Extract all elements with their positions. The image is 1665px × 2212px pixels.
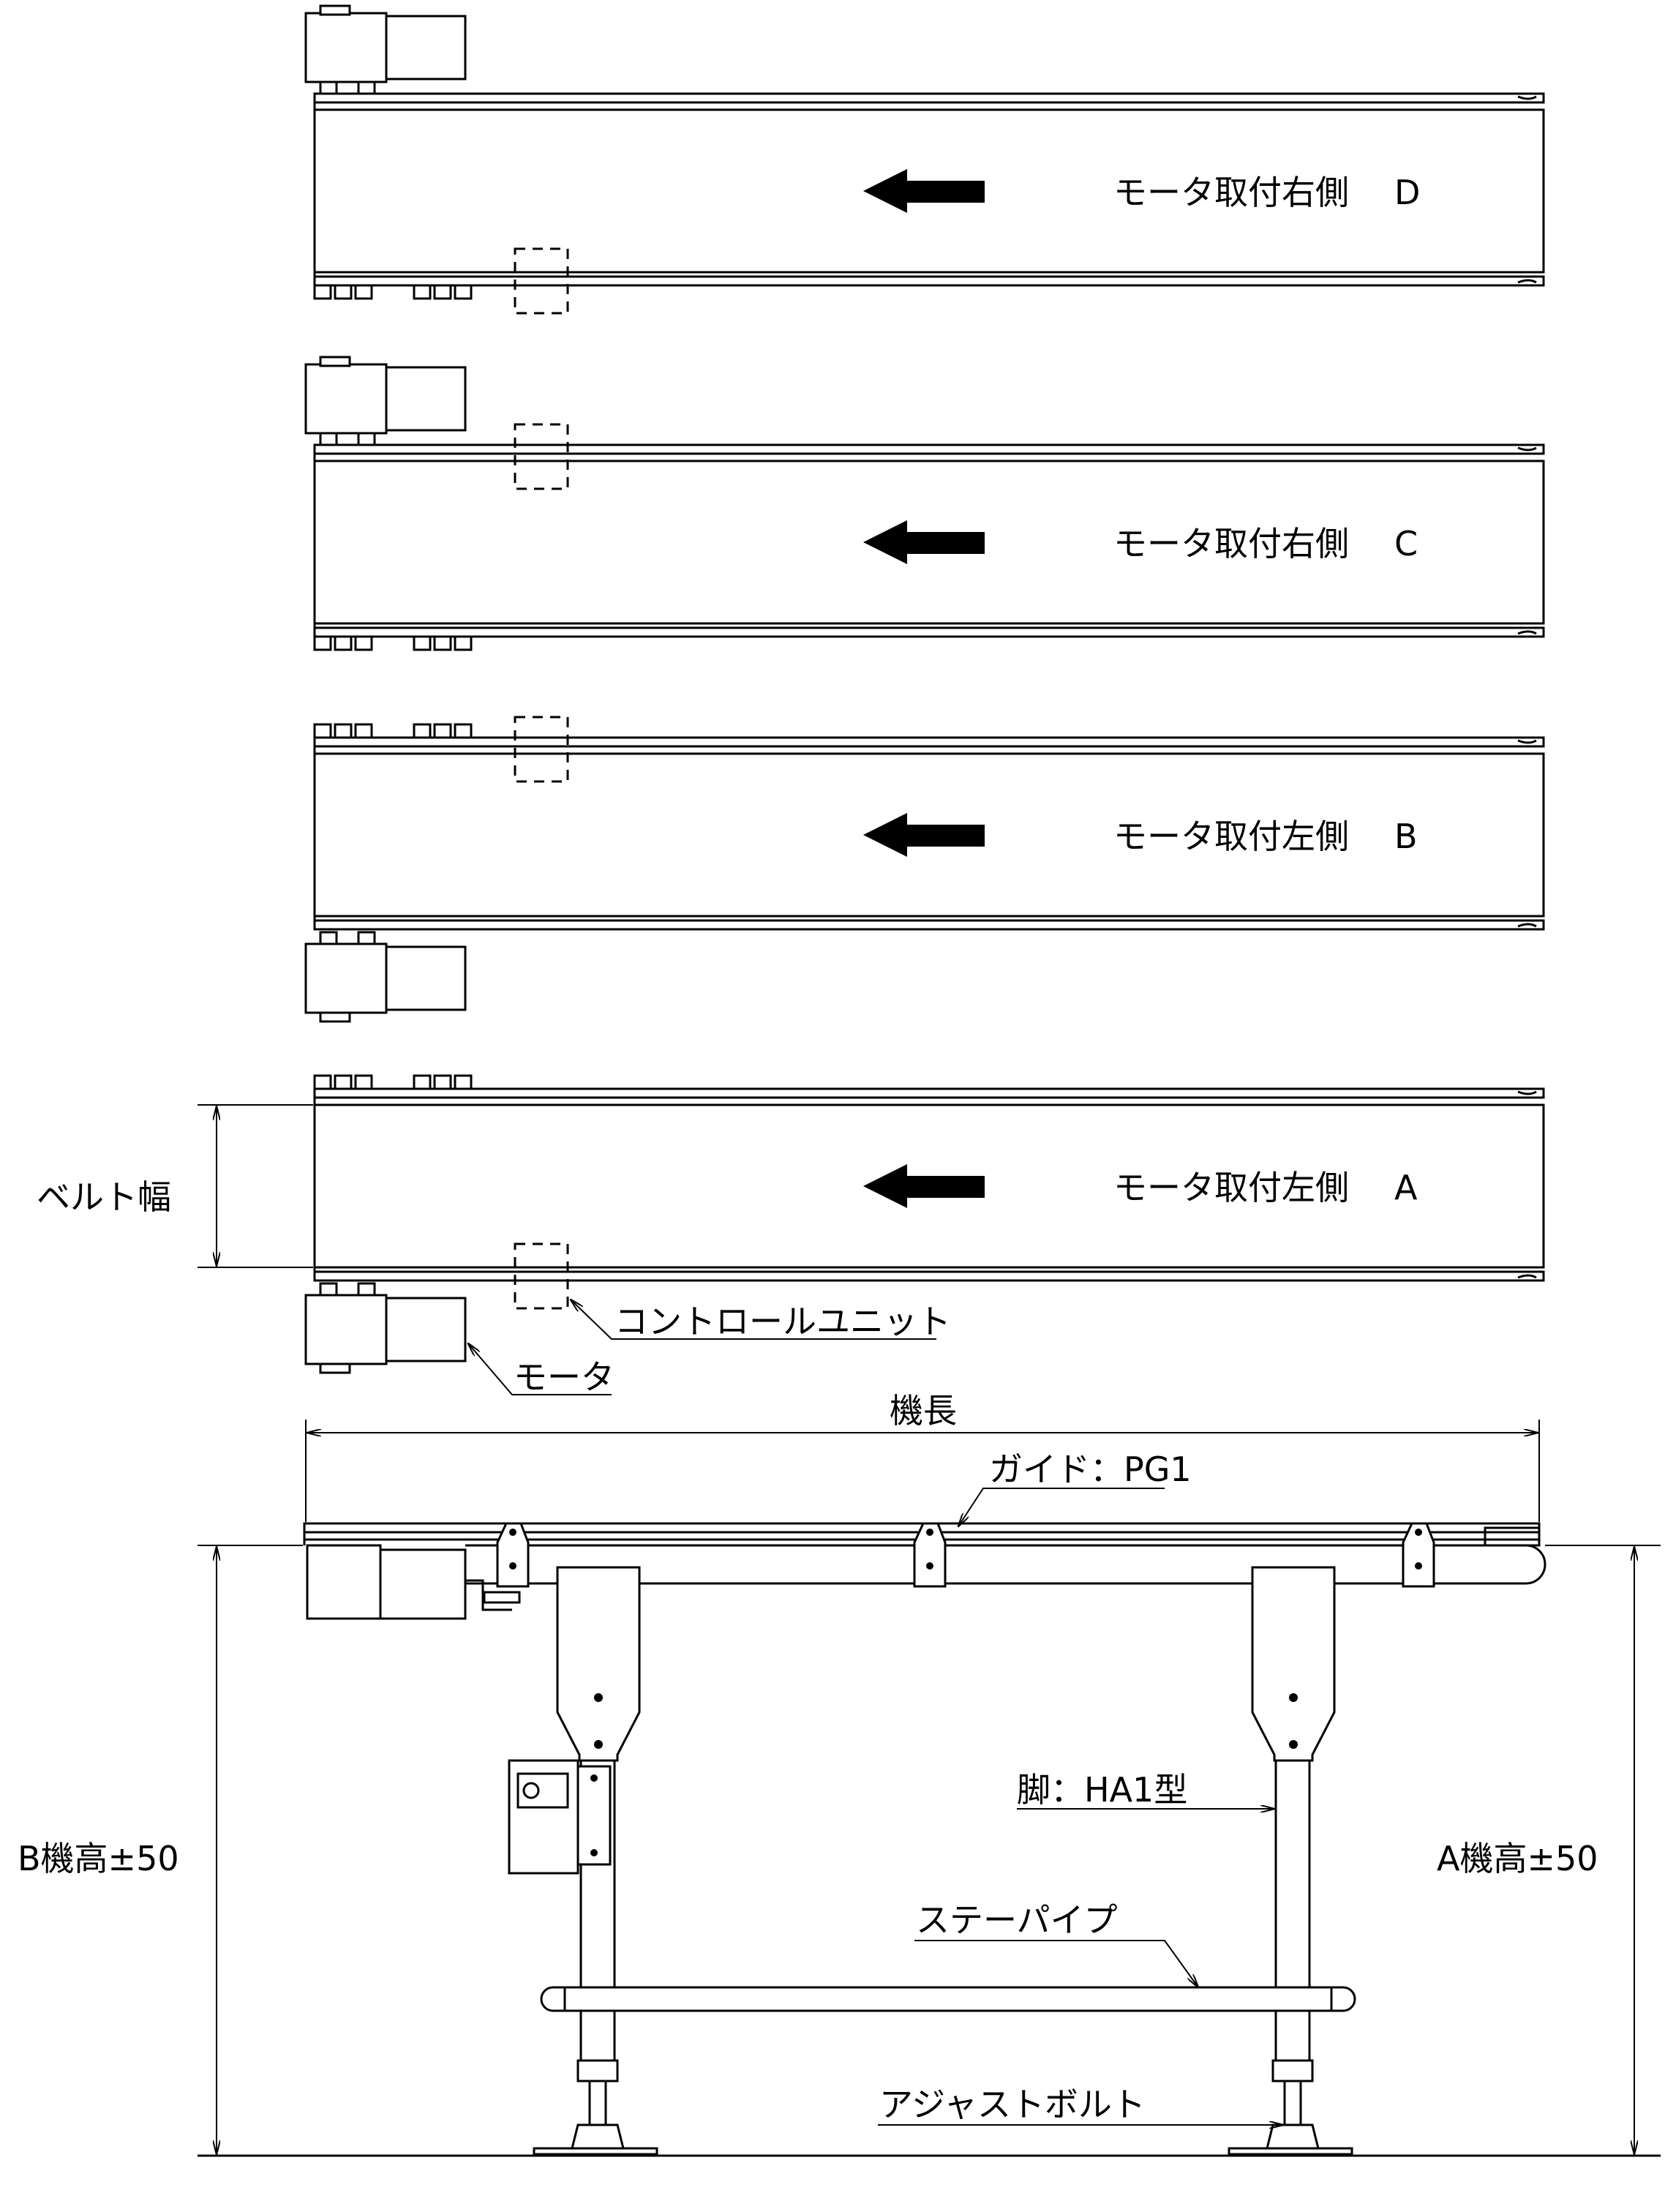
flow-arrow-icon <box>863 520 985 564</box>
leg-right <box>1228 1566 1353 2156</box>
motor-unit <box>304 931 467 1023</box>
control-unit-label: コントロールユニット <box>614 1302 951 1341</box>
control-box <box>508 1759 612 1875</box>
height-b-dimension: B機高±50 <box>18 1545 303 2154</box>
mount-side-label: モータ取付右側 <box>1113 173 1349 212</box>
guide-callout: ガイド：PG1 <box>958 1450 1192 1526</box>
mount-side-code: D <box>1394 173 1420 212</box>
mount-side-label: モータ取付左側 <box>1113 1168 1349 1207</box>
guide-bracket <box>1402 1522 1435 1588</box>
top-view-d: モータ取付右側 D <box>304 4 1545 315</box>
control-unit-outline <box>514 247 569 315</box>
height-a-dimension: A機高±50 <box>1437 1545 1661 2154</box>
guide-bracket <box>913 1522 947 1588</box>
conveyor-body <box>313 1074 1545 1282</box>
stay-pipe-label: ステーパイプ <box>916 1900 1118 1940</box>
control-unit-callout: コントロールユニット <box>571 1300 951 1341</box>
stay-pipe-callout: ステーパイプ <box>914 1900 1198 1987</box>
height-b-label: B機高±50 <box>18 1839 179 1878</box>
leg-callout: 脚：HA1型 <box>1017 1770 1274 1810</box>
mount-side-code: B <box>1394 817 1418 856</box>
leg-label: 脚：HA1型 <box>1017 1770 1187 1810</box>
guide-label: ガイド：PG1 <box>989 1450 1192 1489</box>
motor-side <box>306 1544 521 1620</box>
control-unit-outline <box>514 716 569 783</box>
belt-width-label: ベルト幅 <box>37 1177 171 1217</box>
control-unit-outline <box>514 423 569 490</box>
motor-callout: モータ <box>468 1343 614 1397</box>
mount-side-code: C <box>1394 524 1418 563</box>
flow-arrow-icon <box>863 169 985 213</box>
conveyor-body <box>313 443 1545 651</box>
mount-side-label: モータ取付右側 <box>1113 524 1349 563</box>
top-view-b: モータ取付左側 B <box>304 716 1545 1023</box>
top-view-a: モータ取付左側 A <box>304 1074 1545 1374</box>
motor-unit <box>304 4 467 95</box>
mount-side-code: A <box>1394 1168 1418 1207</box>
machine-length-label: 機長 <box>890 1391 957 1431</box>
conveyor-body <box>313 723 1545 931</box>
motor-unit <box>304 356 467 446</box>
belt-width-dimension: ベルト幅 <box>37 1104 313 1268</box>
top-view-c: モータ取付右側 C <box>304 356 1545 651</box>
motor-label: モータ <box>514 1357 614 1397</box>
machine-length-dimension: 機長 <box>305 1391 1540 1522</box>
guide-bracket <box>496 1522 530 1588</box>
mount-side-label: モータ取付左側 <box>1113 817 1349 856</box>
flow-arrow-icon <box>863 813 985 857</box>
adjust-bolt-label: アジャストボルト <box>879 2085 1146 2124</box>
flow-arrow-icon <box>863 1164 985 1208</box>
stay-pipe <box>540 1986 1356 2012</box>
conveyor-body <box>313 92 1545 300</box>
control-unit-outline <box>514 1242 569 1310</box>
height-a-label: A機高±50 <box>1437 1839 1598 1878</box>
motor-unit <box>304 1282 467 1374</box>
adjust-bolt-callout: アジャストボルト <box>878 2085 1283 2125</box>
